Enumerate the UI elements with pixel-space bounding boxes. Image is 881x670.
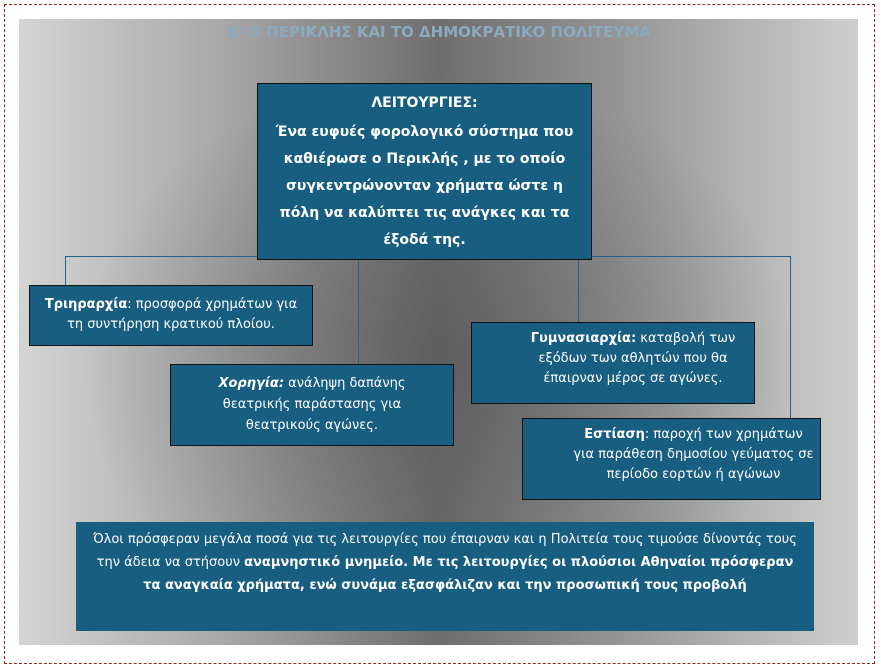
- item-box-estiasi: Εστίαση: παροχή των χρημάτων για παράθεσ…: [522, 418, 821, 500]
- slide: Β/ Ο ΠΕΡΙΚΛΗΣ ΚΑΙ ΤΟ ΔΗΜΟΚΡΑΤΙΚΟ ΠΟΛΙΤΕΥ…: [19, 19, 858, 645]
- slide-frame: [4, 4, 875, 664]
- connector-4: [790, 256, 791, 418]
- slide-title: Β/ Ο ΠΕΡΙΚΛΗΣ ΚΑΙ ΤΟ ΔΗΜΟΚΡΑΤΙΚΟ ΠΟΛΙΤΕΥ…: [226, 23, 651, 41]
- summary-bold-text: αναμνηστικό μνημείο. Με τις λειτουργίες …: [143, 555, 794, 593]
- item-box-choregia: Χορηγία: ανάληψη δαπάνης θεατρικής παράσ…: [170, 364, 454, 446]
- item-term: Τριηραρχία: [44, 297, 128, 312]
- item-box-gymnasiarchia: Γυμνασιαρχία: καταβολή των εξόδων των αθ…: [471, 322, 755, 404]
- item-text: καταβολή των εξόδων των αθλητών που θα έ…: [538, 331, 736, 386]
- item-term: Εστίαση: [584, 427, 645, 442]
- main-heading: ΛΕΙΤΟΥΡΓΙΕΣ:: [371, 95, 478, 111]
- item-text: ανάληψη δαπάνης θεατρικής παράστασης για…: [222, 376, 406, 433]
- connector-3: [578, 256, 579, 322]
- summary-text: Όλοι πρόσφεραν μεγάλα ποσά για τις λειτο…: [93, 532, 797, 570]
- item-term: Γυμνασιαρχία:: [530, 331, 637, 346]
- item-text: παροχή των χρημάτων για παράθεση δημοσίο…: [573, 427, 814, 482]
- item-text: προσφορά χρημάτων για τη συντήρηση κρατι…: [67, 297, 298, 332]
- connector-1: [65, 256, 66, 285]
- connector-2: [358, 256, 359, 364]
- item-sep: :: [127, 297, 132, 312]
- main-box: ΛΕΙΤΟΥΡΓΙΕΣ: Ένα ευφυές φορολογικό σύστη…: [257, 83, 592, 260]
- item-sep: :: [644, 427, 650, 442]
- item-box-triirarchia: Τριηραρχία: προσφορά χρημάτων για τη συν…: [29, 285, 313, 346]
- main-text: Ένα ευφυές φορολογικό σύστημα που καθιέρ…: [275, 124, 574, 248]
- summary-box: Όλοι πρόσφεραν μεγάλα ποσά για τις λειτο…: [76, 522, 814, 631]
- item-term: Χορηγία:: [218, 376, 285, 391]
